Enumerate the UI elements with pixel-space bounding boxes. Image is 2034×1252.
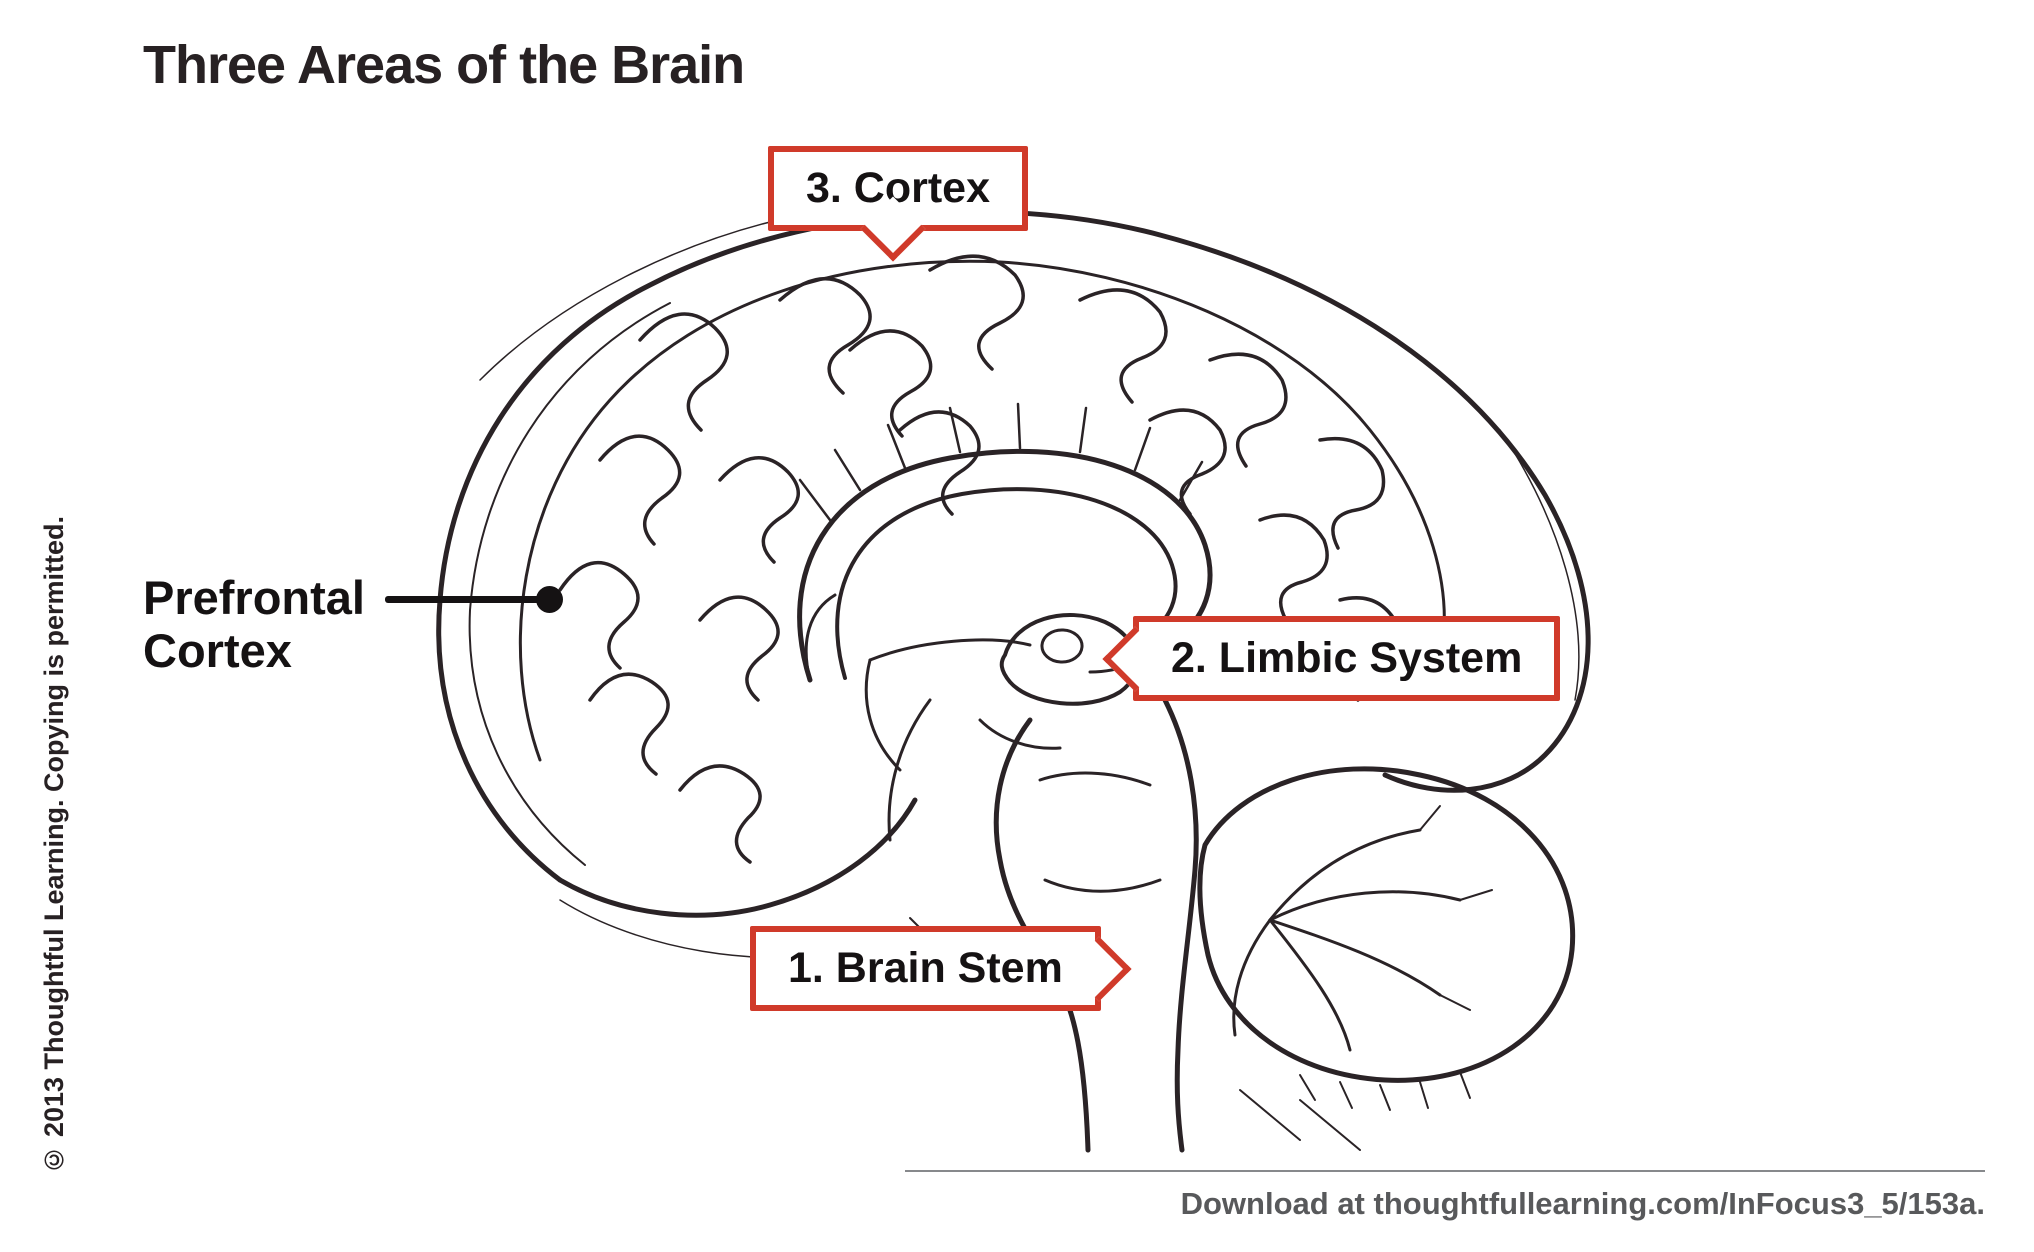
limbic-core	[797, 402, 1213, 842]
prefrontal-label-line1: Prefrontal	[143, 571, 365, 624]
callout-limbic-label: 2. Limbic System	[1171, 634, 1523, 682]
prefrontal-leader-dot	[536, 586, 563, 613]
footer-download-text: Download at thoughtfullearning.com/InFoc…	[1180, 1186, 1985, 1221]
cerebellum	[1197, 766, 1576, 1111]
copyright-text: © 2013 Thoughtful Learning. Copying is p…	[38, 515, 69, 1175]
callout-cortex: 3. Cortex	[768, 146, 1029, 262]
callout-limbic-system: 2. Limbic System	[1102, 616, 1561, 701]
page-title: Three Areas of the Brain	[143, 35, 745, 95]
callout-brain-stem-label: 1. Brain Stem	[788, 944, 1063, 992]
prefrontal-cortex-label: Prefrontal Cortex	[143, 571, 365, 677]
brain-stem	[993, 697, 1199, 1153]
prefrontal-label-line2: Cortex	[143, 623, 292, 677]
prefrontal-leader-line	[385, 596, 543, 603]
cerebrum-outline	[436, 209, 1591, 959]
footer-divider	[905, 1170, 1985, 1172]
copyright-notice: © 2013 Thoughtful Learning. Copying is p…	[34, 516, 74, 1175]
callout-brain-stem: 1. Brain Stem	[750, 926, 1132, 1011]
